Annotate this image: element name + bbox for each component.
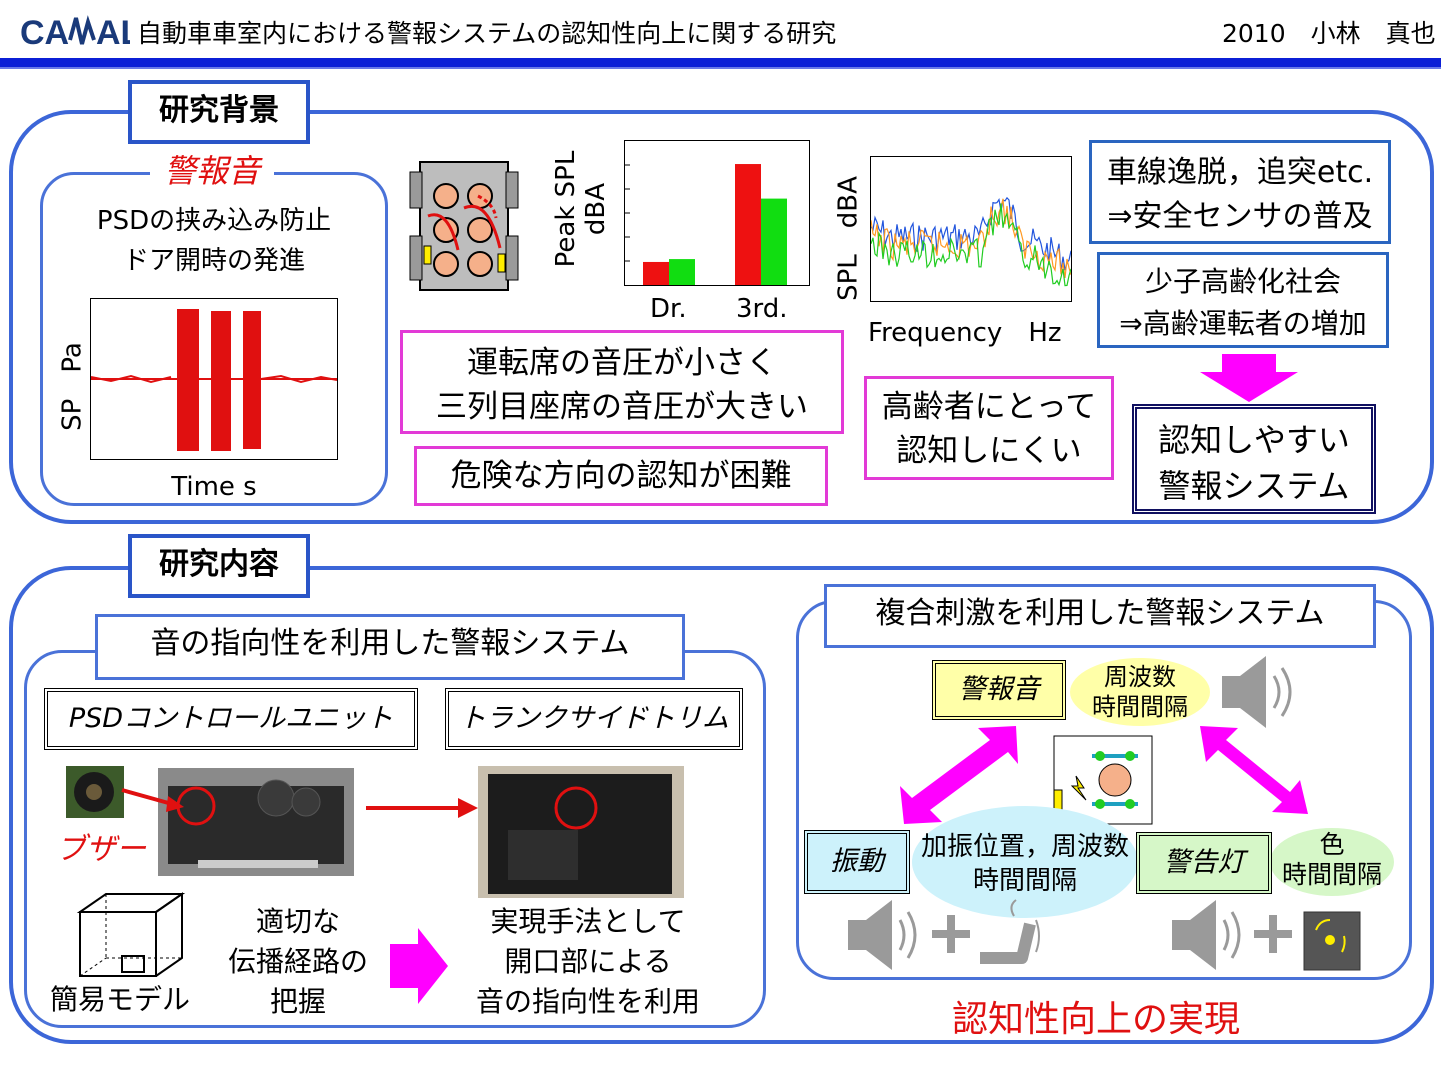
spectrum-ylabel: SPL dBA [833, 176, 864, 301]
car-seat-layout-diagram [409, 161, 519, 291]
bar-chart-svg [625, 164, 787, 285]
page-title: 自動車車室内における警報システムの認知性向上に関する研究 [137, 19, 837, 48]
light-params-line1: 色 [1319, 830, 1345, 859]
goal-box-line2: 警報システム [1158, 467, 1350, 505]
bar-chart-xtick-3rd: 3rd. [736, 294, 788, 324]
alarm-line-1: PSDの挟み込み防止 [96, 206, 332, 236]
header-divider [0, 58, 1441, 67]
waveform-xlabel: Time s [171, 472, 257, 502]
content-section-label: 研究内容 [128, 534, 310, 598]
blue-box-sensors: 車線逸脱，追突etc. ⇒安全センサの普及 [1089, 140, 1391, 244]
result-text-line2: 開口部による [504, 945, 672, 978]
bar-chart-xtick-dr: Dr. [650, 294, 687, 324]
blue-box-aging-line1: 少子高齢化社会 [1144, 265, 1341, 298]
svg-text:CA: CA [20, 14, 69, 52]
warning-light-stimulus-box: 警告灯 [1136, 832, 1272, 894]
pink-box-elderly-line1: 高齢者にとって [881, 389, 1097, 425]
speaker-plus-light-icon [1172, 900, 1361, 971]
blue-box-aging: 少子高齢化社会 ⇒高齢運転者の増加 [1097, 252, 1389, 348]
vibration-params-line2: 時間間隔 [972, 866, 1077, 896]
bar-dr-1 [669, 259, 695, 285]
directivity-title: 音の指向性を利用した警報システム [95, 614, 685, 680]
spectrum-xlabel: Frequency Hz [868, 318, 1062, 348]
path-text-line1: 適切な [255, 905, 340, 938]
result-text-line1: 実現手法として [490, 905, 686, 938]
pink-box-sound-pressure: 運転席の音圧が小さく 三列目座席の音圧が大きい [400, 330, 844, 434]
result-text-line3: 音の指向性を利用 [475, 985, 700, 1018]
goal-box-line1: 認知しやすい [1158, 421, 1350, 459]
waveform-plot [90, 298, 338, 460]
buzzer-label: ブザー [56, 832, 146, 867]
goal-box: 認知しやすい 警報システム [1132, 404, 1376, 514]
vibration-params: 加振位置，周波数 時間間隔 [912, 806, 1138, 918]
pink-box-sound-pressure-line1: 運転席の音圧が小さく [467, 345, 777, 381]
driver-seat-icon [1053, 735, 1153, 825]
pink-box-direction: 危険な方向の認知が困難 [414, 446, 828, 506]
right-arrow [390, 928, 448, 1004]
spectrum-svg [870, 196, 1072, 287]
trunk-trim-photo [478, 766, 684, 898]
pink-box-sound-pressure-line2: 三列目座席の音圧が大きい [436, 389, 808, 425]
bar-chart-ylabel-line1: Peak SPL [551, 150, 581, 268]
blue-box-sensors-line2: ⇒安全センサの普及 [1107, 199, 1373, 234]
simple-model-diagram [76, 892, 186, 977]
light-params-line2: 時間間隔 [1281, 860, 1382, 889]
spectrum-plot [870, 156, 1072, 302]
down-arrow [1200, 354, 1298, 402]
svg-text:AL: AL [96, 14, 130, 52]
path-text: 適切な 伝播経路の 把握 [200, 902, 396, 1022]
psd-unit-label: PSDコントロールユニット [44, 688, 418, 750]
double-arrow-left [900, 726, 1018, 824]
blue-box-sensors-line1: 車線逸脱，追突etc. [1106, 155, 1374, 190]
bar-chart-ylabel-line2: dBA [581, 182, 611, 236]
background-section-label: 研究背景 [128, 80, 310, 144]
vibration-params-line1: 加振位置，周波数 [920, 832, 1129, 862]
trunk-trim-label: トランクサイドトリム [445, 688, 743, 750]
alarm-params: 周波数 時間間隔 [1070, 658, 1210, 726]
waveform-svg [90, 309, 338, 451]
author-label: 2010 小林 真也 [1222, 19, 1436, 48]
alarm-params-line2: 時間間隔 [1092, 693, 1188, 721]
vibration-stimulus-box: 振動 [804, 830, 910, 894]
spectrum-line-2 [870, 203, 1072, 287]
conclusion-text: 認知性向上の実現 [952, 999, 1241, 1040]
speaker-plus-vibration-icon [848, 899, 1040, 970]
double-arrow-right [1200, 726, 1308, 814]
alarm-stimulus-box: 警報音 [932, 660, 1066, 720]
result-text: 実現手法として 開口部による 音の指向性を利用 [452, 902, 724, 1022]
alarm-line-2: ドア開時の発進 [122, 246, 305, 276]
multi-stimulus-title: 複合刺激を利用した警報システム [824, 584, 1376, 648]
bar-3rd-0 [735, 164, 761, 285]
red-arrow-buzzer [121, 788, 184, 812]
psd-unit-photo [158, 768, 354, 876]
header-divider-thin [0, 67, 1441, 69]
light-params: 色 時間間隔 [1270, 828, 1394, 896]
path-text-line2: 伝播経路の [227, 945, 368, 978]
bar-3rd-1 [761, 198, 787, 285]
simple-model-label: 簡易モデル [50, 983, 191, 1016]
camal-logo: CA AL [20, 14, 130, 52]
speaker-icon [1222, 656, 1292, 728]
spectrum-line-1 [870, 198, 1072, 278]
alarm-label: 警報音 [150, 146, 275, 192]
bar-dr-0 [643, 261, 669, 285]
waveform-ylabel: SP Pa [57, 342, 88, 431]
path-text-line3: 把握 [269, 985, 326, 1018]
red-arrow-to-trunk [366, 798, 478, 818]
pink-box-elderly-line2: 認知しにくい [896, 433, 1082, 469]
blue-box-aging-line2: ⇒高齢運転者の増加 [1119, 307, 1367, 340]
alarm-params-line1: 周波数 [1104, 663, 1176, 691]
pink-box-elderly: 高齢者にとって 認知しにくい [864, 376, 1114, 480]
bar-chart-plot [624, 140, 810, 286]
buzzer-photo [66, 766, 124, 818]
